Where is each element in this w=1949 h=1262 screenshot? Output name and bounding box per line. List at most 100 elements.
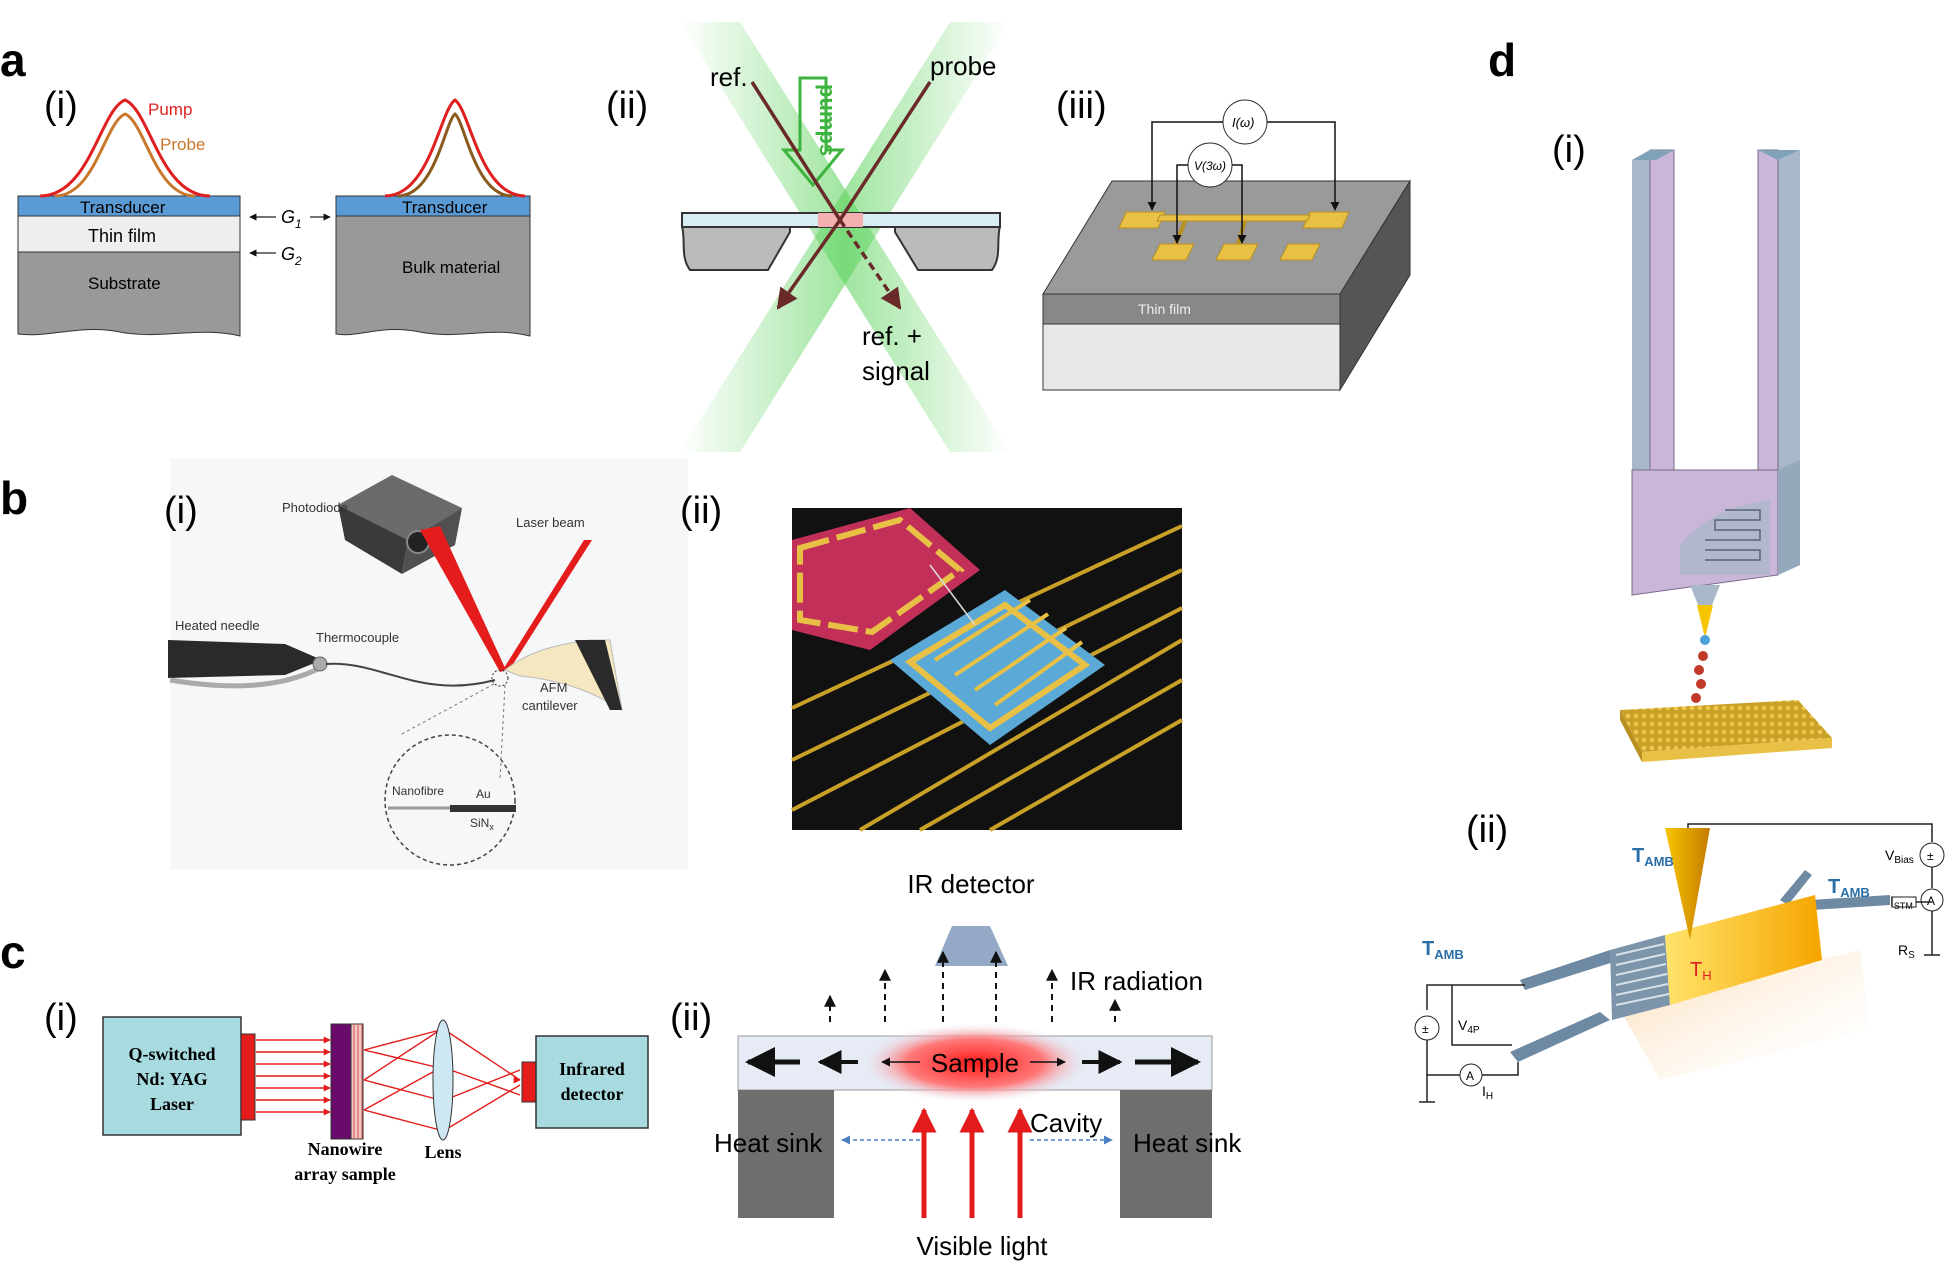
fork-electrode-pattern (1680, 500, 1770, 575)
t-amb-left-label: TAMB (1422, 938, 1464, 962)
hot-platform (1665, 895, 1822, 1005)
lens-label: Lens (424, 1142, 461, 1162)
ir-detector-label: IR detector (907, 869, 1035, 899)
current-source-label: I(ω) (1232, 115, 1254, 130)
v4p-label: V4P (1458, 1017, 1480, 1036)
transducer-right-label: Transducer (402, 198, 488, 217)
cold-pad (1610, 935, 1670, 1020)
heater-source-sign: ± (1422, 1022, 1429, 1036)
panel-b-i: (i) Photodiode Laser beam Heated needle … (164, 458, 688, 870)
thermocouple-junction (312, 656, 328, 672)
afm-label-2: cantilever (522, 698, 578, 713)
panel-a-ii: (ii) pumps ref. probe ref. + signal (606, 22, 1010, 452)
needle-wire (169, 665, 322, 689)
t-amb-right-label: TAMB (1828, 876, 1870, 900)
lead-line-3 (858, 638, 1184, 832)
d-stm-tip (1665, 828, 1710, 940)
heated-needle-label: Heated needle (175, 618, 260, 633)
panel-c-i-label: (i) (44, 997, 78, 1039)
photodiode-top (338, 475, 462, 540)
au-label: Au (476, 787, 491, 801)
voltage-pad-mid (1215, 243, 1259, 261)
blue-pad-lines-4 (993, 640, 1084, 707)
blue-pad-lines-2 (953, 612, 1050, 677)
panel-d-i: (i) (1552, 129, 1832, 762)
ir-radiation-label: IR radiation (1070, 966, 1203, 996)
bias-wire (1687, 823, 1933, 842)
pump-pulse-right (384, 98, 526, 198)
sample-label: Sample (931, 1048, 1019, 1078)
chip-thin-film (1042, 293, 1341, 325)
t-h-label: TH (1690, 959, 1712, 983)
nanowire-sample (330, 1023, 352, 1140)
panel-b-ii-label: (ii) (680, 490, 722, 532)
t-amb-tip-label: TAMB (1632, 845, 1674, 869)
visible-light-arrows (911, 1107, 1033, 1218)
ref-signal-label-2: signal (862, 356, 930, 386)
emitted-rays (363, 1029, 521, 1131)
heater-to-lead (1482, 1062, 1519, 1076)
bulk-material-label: Bulk material (402, 258, 500, 277)
probe-beam-label: probe (930, 51, 997, 81)
heater-ammeter-label: A (1466, 1069, 1474, 1083)
blue-pad-lines-1 (933, 598, 1032, 662)
g2-label: G2 (281, 244, 302, 268)
left-circuit-top (1426, 984, 1525, 1010)
voltage-pad-right (1279, 243, 1321, 261)
voltage-pad-left (1151, 243, 1195, 261)
sample-holder-left (680, 225, 791, 271)
ref-signal-label-1: ref. + (862, 321, 922, 351)
substrate-label: Substrate (88, 274, 161, 293)
thin-film-layer (17, 215, 241, 253)
bias-source-sign: ± (1927, 849, 1934, 863)
probe-pulse-right (397, 112, 513, 198)
voltage-wire-left (1172, 164, 1188, 244)
current-wire-right (1267, 121, 1340, 211)
fork-meander (1705, 509, 1761, 561)
stm-ammeter-label: A (1927, 894, 1935, 908)
sample-holder-right (894, 225, 1002, 271)
gold-substrate-side (1642, 738, 1832, 762)
stm-tip (1697, 605, 1713, 638)
heater-line (1156, 214, 1311, 222)
device-shadow (1620, 950, 1870, 1080)
lead-line-5 (989, 718, 1183, 832)
au-sinx-strip (450, 805, 516, 812)
nanowire-label-2: array sample (294, 1164, 395, 1184)
detector-box (535, 1035, 649, 1129)
voltage-wire-right (1232, 164, 1247, 244)
probe-beam-out (776, 218, 842, 310)
detector-aperture (521, 1061, 537, 1103)
transducer-left-label: Transducer (80, 198, 166, 217)
probe-pulse-left (54, 112, 196, 198)
panel-c-ii-label: (ii) (670, 997, 712, 1039)
i-h-label: IH (1482, 1083, 1493, 1102)
lead-upper-left (1520, 950, 1620, 990)
thermocouple-label: Thermocouple (316, 630, 399, 645)
sample-hot-region (860, 1023, 1090, 1103)
visible-light-label: Visible light (916, 1231, 1048, 1261)
pump-pulse-left (39, 98, 211, 198)
chip-thin-film-label: Thin film (1138, 301, 1191, 317)
afm-chip (575, 640, 622, 710)
panel-a-i: (i) Transducer Thin film Substrate Pump … (17, 85, 531, 337)
ir-radiation-arrows (824, 950, 1121, 1022)
panel-a-ii-label: (ii) (606, 85, 648, 127)
fork-base-right (1778, 460, 1800, 575)
v-bias-label: VBias (1885, 847, 1914, 866)
laser-aperture (240, 1033, 256, 1121)
lead-line-4 (919, 678, 1183, 832)
thin-film-label: Thin film (88, 226, 156, 246)
laser-beam-in (504, 540, 592, 672)
panel-d-letter: d (1488, 34, 1516, 86)
laser-beam-reflected (420, 526, 506, 672)
detector-label-1: Infrared (559, 1059, 625, 1079)
pump-beam-2 (680, 22, 1010, 452)
gold-substrate-front (1620, 710, 1642, 762)
thermocouple-wire (325, 662, 496, 687)
fork-top-left (1632, 150, 1674, 160)
tip-holder (1690, 585, 1720, 605)
panel-a-iii-label: (iii) (1056, 85, 1107, 127)
fork-top-right (1758, 150, 1800, 160)
